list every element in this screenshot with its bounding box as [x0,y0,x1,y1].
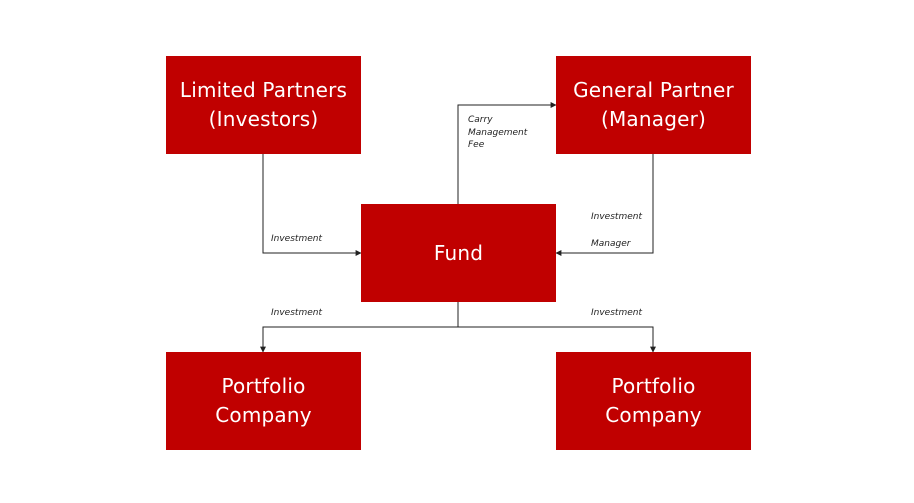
node-limited-partners: Limited Partners (Investors) [166,56,361,154]
connector-lp-to-fund [262,154,362,256]
edge-label-management: Management [468,127,528,138]
node-limited-partners-label: Limited Partners (Investors) [179,78,348,131]
node-portfolio-company-left: Portfolio Company [166,352,361,450]
edge-label-gp-manager: Manager [591,239,631,249]
connector-fund-to-gp [457,102,557,204]
edge-label-carry-management-fee: Carry Management Fee [468,114,527,152]
node-portfolio-company-right: Portfolio Company [556,352,751,450]
edge-label-pc-left-investment: Investment [271,308,322,318]
edge-label-lp-investment: Investment [271,234,322,244]
connector-fund-to-pc-left [260,302,459,353]
edge-label-fee: Fee [468,140,485,150]
connector-gp-to-fund [555,154,654,256]
node-fund: Fund [361,204,556,302]
edge-label-carry: Carry [468,115,493,125]
node-general-partner: General Partner (Manager) [556,56,751,154]
connector-fund-to-pc-right [458,326,656,353]
node-portfolio-company-right-label: Portfolio Company [605,374,702,427]
node-fund-label: Fund [433,240,484,265]
node-portfolio-company-left-label: Portfolio Company [215,374,312,427]
edge-label-pc-right-investment: Investment [591,308,642,318]
node-general-partner-label: General Partner (Manager) [573,78,734,131]
edge-label-gp-investment: Investment [591,212,642,222]
